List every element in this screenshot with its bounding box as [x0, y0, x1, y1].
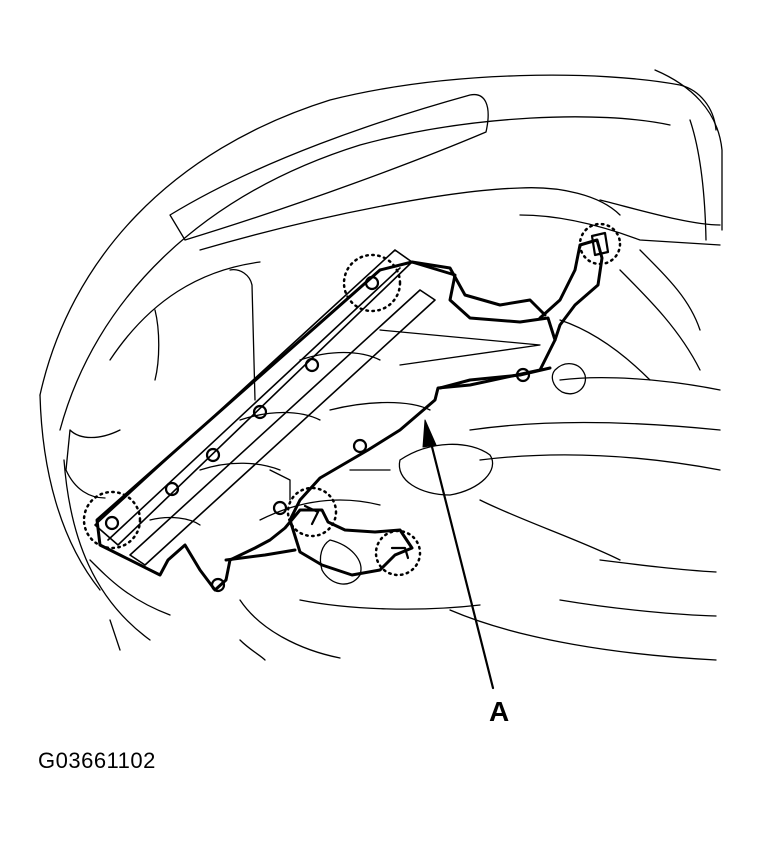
panel-detail-lines: [149, 329, 541, 526]
callout-leader-arrow: [422, 419, 495, 690]
fastener-location-circles: [82, 222, 622, 577]
fastener-circle: [82, 490, 142, 550]
fastener-bolts: [104, 231, 610, 560]
figure-id: G03661102: [38, 748, 156, 773]
callout-label-a: A: [489, 696, 510, 727]
fastener-circle: [578, 222, 622, 266]
vehicle-body-outline: [39, 69, 723, 661]
fastener-circle: [286, 486, 338, 538]
fastener-circle: [342, 253, 402, 313]
rail-bolt-holes: [164, 357, 531, 593]
fastener-circle: [374, 529, 422, 577]
